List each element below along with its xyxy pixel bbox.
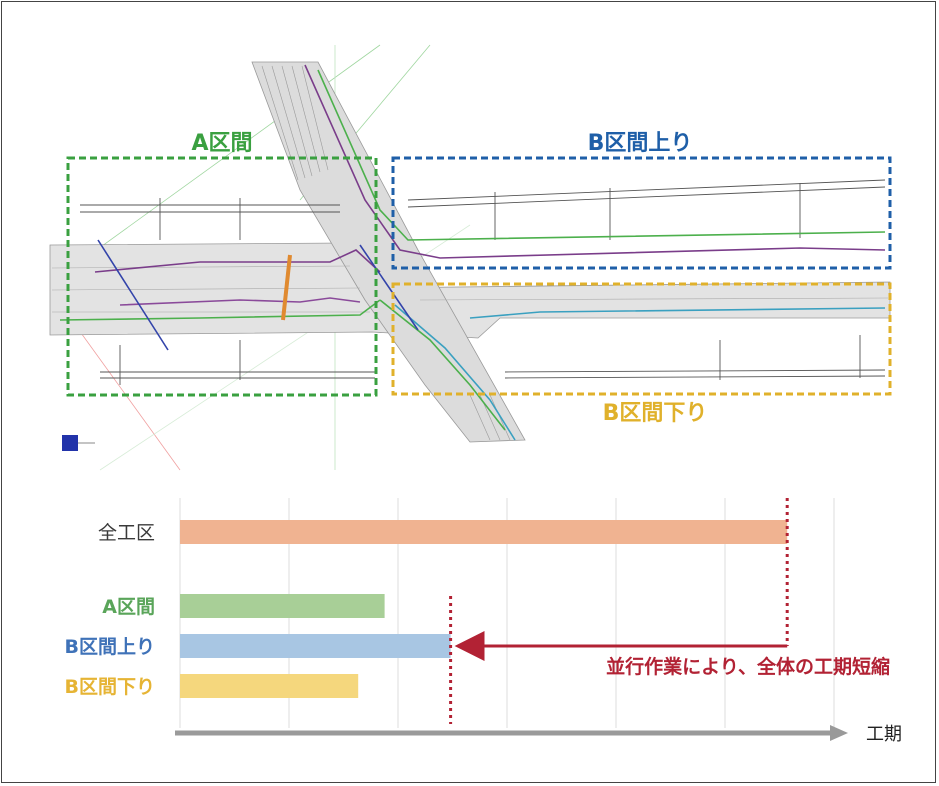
- chart-bars: [180, 520, 788, 698]
- chart-category-labels: 全工区 A区間 B区間上り B区間下り: [65, 522, 155, 698]
- zone-a-box: [66, 156, 378, 397]
- annotation-text: 並行作業により、全体の工期短縮: [606, 655, 890, 678]
- zone-b-up-label: B区間上り: [588, 131, 693, 156]
- category-label-0: 全工区: [98, 522, 155, 544]
- chart-annotation: 並行作業により、全体の工期短縮: [449, 498, 890, 724]
- bar-1: [180, 594, 385, 618]
- category-label-3: B区間下り: [65, 676, 155, 698]
- category-label-2: B区間上り: [65, 636, 155, 658]
- road-plan-drawing: A区間 B区間上り B区間下り: [49, 44, 892, 471]
- ucs-marker-icon: [62, 435, 78, 451]
- category-label-1: A区間: [102, 596, 155, 618]
- zone-b-down-box: [391, 282, 892, 396]
- bar-2: [180, 634, 451, 658]
- x-axis-arrow-icon: [830, 725, 848, 741]
- bar-0: [180, 520, 788, 544]
- zone-b-down-label: B区間下り: [603, 401, 708, 426]
- zone-a-label: A区間: [191, 131, 252, 156]
- chart-x-axis: 工期: [175, 724, 902, 745]
- x-axis-label: 工期: [866, 724, 902, 745]
- zone-b-up-box: [391, 156, 892, 270]
- pipe-lines: [59, 64, 886, 441]
- structure-lines: [80, 179, 886, 385]
- bar-3: [180, 674, 359, 698]
